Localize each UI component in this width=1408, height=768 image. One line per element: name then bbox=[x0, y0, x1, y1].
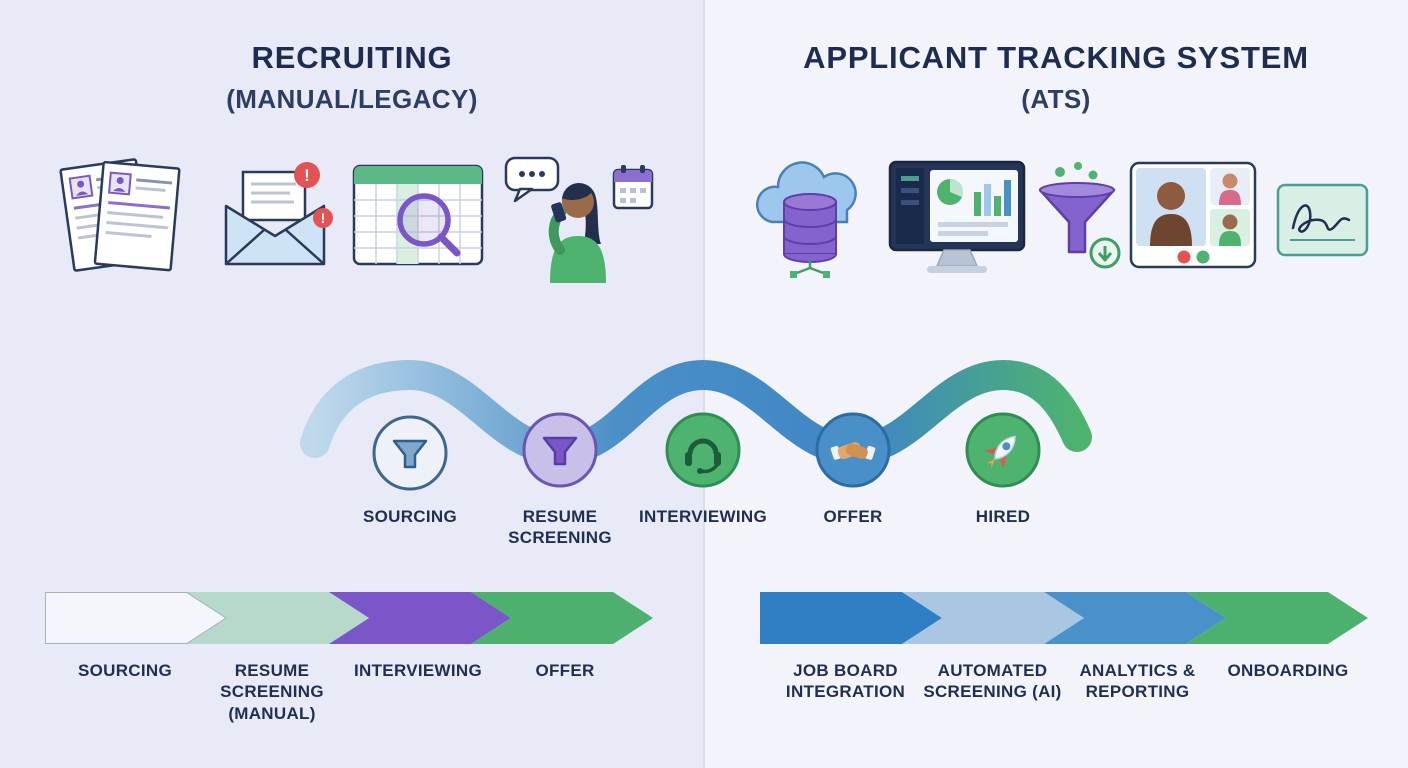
phone-icon bbox=[551, 202, 567, 223]
calendar-icon bbox=[612, 165, 654, 210]
ats-flow-arrows bbox=[760, 592, 1368, 644]
pipeline-ribbon bbox=[300, 359, 1092, 491]
flow-step-label: JOB BOARD INTEGRATION bbox=[785, 661, 906, 702]
flow-arrow bbox=[329, 592, 511, 644]
pipeline-node-sourcing bbox=[372, 415, 448, 491]
headset-icon bbox=[685, 438, 721, 474]
pipeline-step-label: RESUME SCREENING bbox=[508, 507, 612, 548]
e-signature-icon bbox=[1275, 182, 1370, 260]
bar-chart-icon bbox=[974, 180, 1011, 216]
pipeline-node-hired bbox=[965, 412, 1041, 488]
pipeline-step-label: SOURCING bbox=[362, 507, 457, 526]
flow-arrow bbox=[760, 592, 942, 644]
flow-arrow bbox=[1044, 592, 1226, 644]
cloud-database-icon bbox=[748, 156, 873, 281]
filter-funnel-icon bbox=[1032, 160, 1127, 275]
left-panel-subtitle: (MANUAL/LEGACY) bbox=[226, 84, 478, 114]
email-alert-icon: ! ! bbox=[218, 156, 336, 274]
end-call-button-icon bbox=[1177, 250, 1191, 264]
arrow-down-icon bbox=[1089, 237, 1121, 269]
person-with-phone bbox=[548, 183, 606, 283]
alert-badge: ! bbox=[321, 210, 326, 226]
funnel-icon bbox=[392, 439, 428, 469]
flow-step-label: ANALYTICS & REPORTING bbox=[1079, 661, 1196, 702]
magnifier-icon bbox=[397, 193, 451, 247]
mic-button-icon bbox=[1196, 250, 1210, 264]
flow-step-label: SOURCING bbox=[77, 661, 172, 680]
pipeline-step-label: INTERVIEWING bbox=[639, 507, 767, 526]
alert-badge: ! bbox=[304, 166, 310, 185]
flow-arrow bbox=[902, 592, 1084, 644]
resume-stack-icon bbox=[55, 148, 187, 283]
flow-step-label: ONBOARDING bbox=[1227, 661, 1349, 680]
flow-arrow bbox=[1186, 592, 1368, 644]
pipeline-node-resume-screening bbox=[522, 412, 598, 488]
pipeline-step-label: OFFER bbox=[823, 507, 883, 526]
flow-step-label: RESUME SCREENING (MANUAL) bbox=[220, 661, 324, 723]
flow-step-label: OFFER bbox=[535, 661, 595, 680]
flow-arrow bbox=[187, 592, 369, 644]
pipeline-node-interviewing bbox=[665, 412, 741, 488]
video-interview-icon bbox=[1128, 160, 1258, 270]
right-panel-subtitle: (ATS) bbox=[1021, 84, 1091, 114]
pipeline-node-offer bbox=[815, 412, 891, 488]
dashboard-monitor-icon bbox=[882, 158, 1032, 283]
funnel-icon bbox=[542, 436, 578, 466]
flow-step-label: AUTOMATED SCREENING (AI) bbox=[923, 661, 1062, 702]
handshake-icon bbox=[830, 442, 876, 460]
right-panel-title: APPLICANT TRACKING SYSTEM bbox=[803, 40, 1309, 75]
manual-flow-arrows bbox=[45, 592, 653, 644]
spreadsheet-search-icon bbox=[350, 162, 490, 272]
pipeline-step-label: HIRED bbox=[975, 507, 1031, 526]
database-icon bbox=[783, 193, 837, 263]
flow-arrow bbox=[471, 592, 653, 644]
flow-step-label: INTERVIEWING bbox=[354, 661, 482, 680]
left-panel-title: RECRUITING bbox=[251, 40, 453, 75]
rocket-icon bbox=[984, 435, 1016, 469]
phone-scheduling-icon bbox=[500, 148, 658, 283]
